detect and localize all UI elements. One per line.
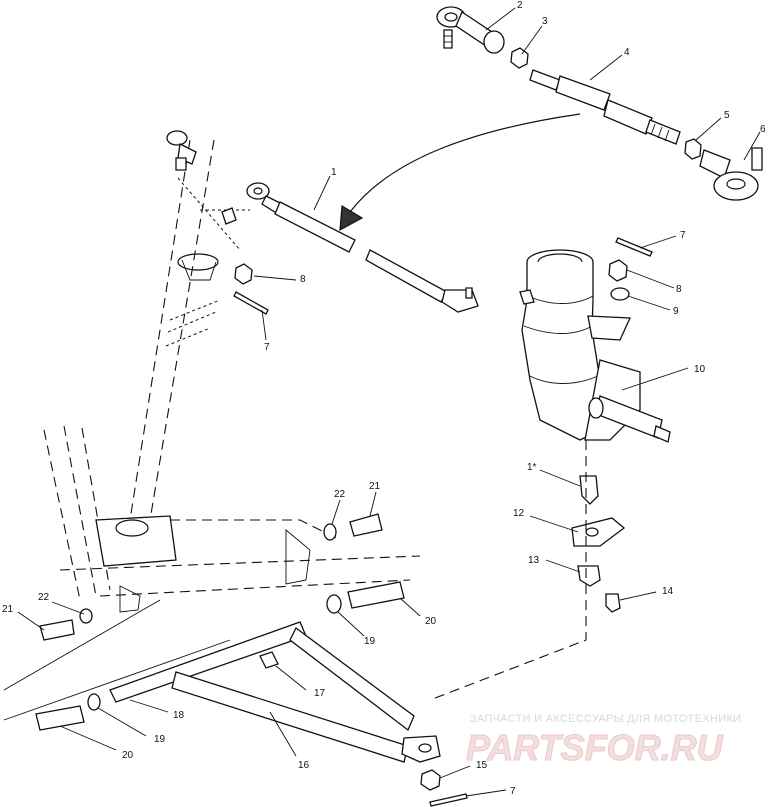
tie-rod-assembly bbox=[339, 6, 763, 232]
a-arm-part-16 bbox=[109, 621, 441, 763]
callout-19-left: 19 bbox=[154, 734, 166, 745]
watermark-tagline: ЗАПЧАСТИ И АКСЕССУАРЫ ДЛЯ МОТОТЕХНИКИ bbox=[470, 713, 741, 725]
callout-12: 12 bbox=[513, 508, 525, 519]
callout-3: 3 bbox=[542, 16, 548, 27]
callout-20-left: 20 bbox=[122, 750, 134, 761]
frame-section bbox=[3, 425, 421, 721]
callout-1-tie-rod: 1 bbox=[331, 167, 337, 178]
rod-end-part-6 bbox=[699, 147, 763, 201]
bolt-part-1 bbox=[579, 475, 599, 505]
jam-nut-part-5 bbox=[684, 138, 702, 160]
cotter-pin-right-part-7 bbox=[615, 237, 653, 257]
callout-7-cotter-left: 7 bbox=[264, 342, 270, 353]
washer-left-part-22 bbox=[79, 608, 93, 624]
pivot-bolt-left-part-20 bbox=[35, 705, 85, 731]
bolt-part-14 bbox=[605, 593, 621, 613]
washer-right-part-22 bbox=[323, 523, 337, 541]
callout-17: 17 bbox=[314, 688, 326, 699]
assembly-arrow bbox=[349, 113, 581, 213]
castle-nut-left-part-8 bbox=[234, 263, 253, 285]
callout-16: 16 bbox=[298, 760, 310, 771]
callout-20-right: 20 bbox=[425, 616, 437, 627]
callout-21-left: 21 bbox=[2, 604, 14, 615]
callout-19-right: 19 bbox=[364, 636, 376, 647]
cotter-pin-bottom-part-7 bbox=[429, 793, 468, 807]
jam-nut-part-3 bbox=[510, 47, 529, 69]
arrow-head bbox=[339, 204, 364, 232]
washer-part-9 bbox=[610, 287, 630, 301]
callout-labels: 2 3 4 5 6 1 7 8 8 9 7 10 1* 12 13 14 22 … bbox=[2, 0, 766, 797]
callout-21-right: 21 bbox=[369, 481, 381, 492]
callout-15: 15 bbox=[476, 760, 488, 771]
callout-18: 18 bbox=[173, 710, 185, 721]
castle-nut-bottom-part-15 bbox=[420, 769, 441, 791]
bolt-right-part-21 bbox=[349, 513, 383, 537]
callout-14: 14 bbox=[662, 586, 674, 597]
tie-rod-part-1 bbox=[246, 182, 479, 313]
callout-8-nut-right: 8 bbox=[676, 284, 682, 295]
callout-7-cotter-right: 7 bbox=[680, 230, 686, 241]
callout-8-nut-left: 8 bbox=[300, 274, 306, 285]
callout-13: 13 bbox=[528, 555, 540, 566]
washer-left-part-19 bbox=[87, 693, 101, 711]
pivot-bolt-right-part-20 bbox=[347, 581, 405, 609]
callout-4: 4 bbox=[624, 47, 630, 58]
callout-9: 9 bbox=[673, 306, 679, 317]
callout-5: 5 bbox=[724, 110, 730, 121]
cotter-pin-left-part-7 bbox=[233, 291, 269, 315]
steering-post bbox=[129, 130, 250, 521]
callout-2: 2 bbox=[517, 0, 523, 11]
tie-rod-tube-part-4 bbox=[529, 69, 681, 145]
callout-7-cotter-bottom: 7 bbox=[510, 786, 516, 797]
watermark-logo-text: PARTSFOR.RU bbox=[466, 727, 724, 768]
washer-right-part-19 bbox=[326, 594, 342, 614]
castle-nut-right-part-8 bbox=[608, 259, 628, 282]
spindle-part-10 bbox=[519, 249, 671, 443]
callout-6: 6 bbox=[760, 124, 766, 135]
bushing-part-13 bbox=[577, 565, 601, 587]
callout-22-left: 22 bbox=[38, 592, 50, 603]
bolt-left-part-21 bbox=[39, 619, 75, 641]
watermark: ЗАПЧАСТИ И АКСЕССУАРЫ ДЛЯ МОТОТЕХНИКИ PA… bbox=[466, 713, 742, 769]
callout-10: 10 bbox=[694, 364, 706, 375]
callout-22-right: 22 bbox=[334, 489, 346, 500]
leader-lines bbox=[17, 7, 761, 797]
rod-end-part-2 bbox=[436, 6, 505, 54]
callout-1-bolt: 1* bbox=[527, 462, 537, 473]
